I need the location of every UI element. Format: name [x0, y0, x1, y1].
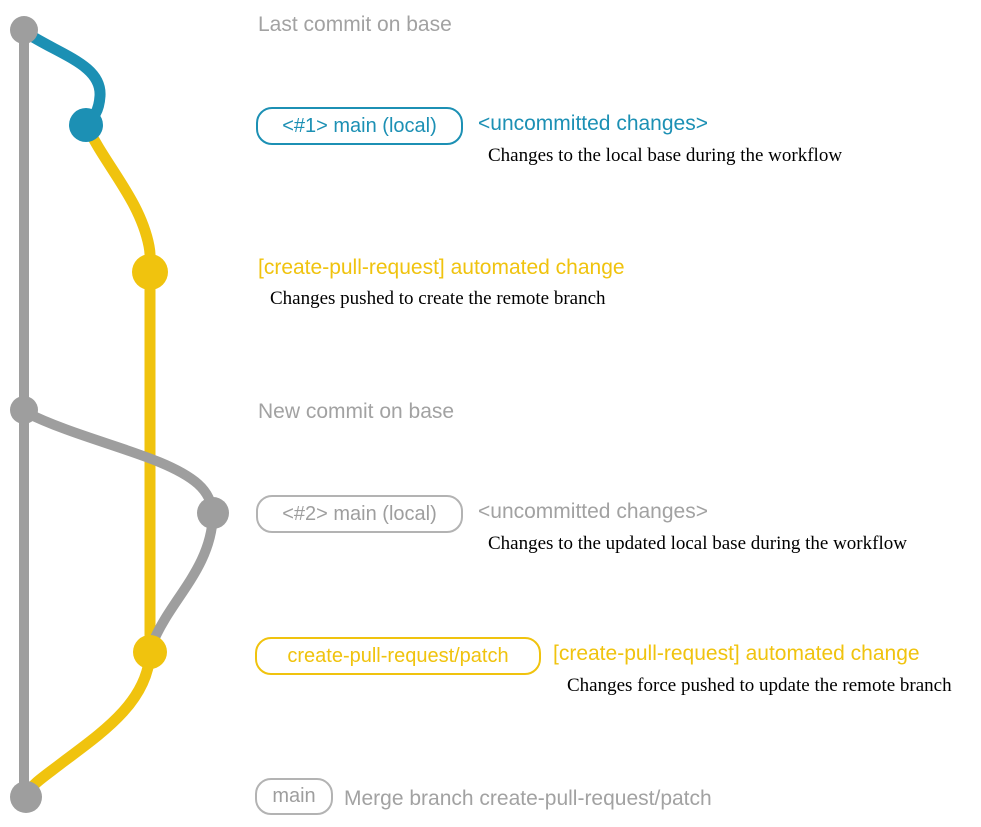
- description-force-push-update-branch: Changes force pushed to update the remot…: [567, 675, 952, 696]
- branch-badge-main-local-2: <#2> main (local): [256, 495, 463, 533]
- local-branch-2-merge-line: [145, 510, 218, 657]
- description-local-base-changes: Changes to the local base during the wor…: [488, 145, 843, 166]
- commit-node-last-base: [10, 16, 38, 44]
- last-commit-label: Last commit on base: [258, 13, 452, 36]
- local-branch-2-line: [20, 407, 218, 517]
- description-push-create-branch: Changes pushed to create the remote bran…: [270, 288, 606, 309]
- automated-change-title-1: [create-pull-request] automated change: [258, 256, 625, 279]
- automated-change-title-2: [create-pull-request] automated change: [553, 642, 920, 665]
- commit-node-merge: [10, 781, 42, 813]
- merge-commit-label: Merge branch create-pull-request/patch: [344, 787, 712, 810]
- commit-node-automated-change-1: [132, 254, 168, 290]
- new-commit-label: New commit on base: [258, 400, 455, 423]
- branch-badge-create-pull-request-patch: create-pull-request/patch: [255, 637, 541, 675]
- uncommitted-changes-label-2: <uncommitted changes>: [478, 500, 708, 523]
- branch-badge-main: main: [255, 778, 333, 815]
- commit-node-automated-change-2: [133, 635, 167, 669]
- branch-badge-main-local-1: <#1> main (local): [256, 107, 463, 145]
- description-updated-local-base-changes: Changes to the updated local base during…: [488, 533, 907, 554]
- uncommitted-changes-label-1: <uncommitted changes>: [478, 112, 708, 135]
- commit-node-local-2: [197, 497, 229, 529]
- commit-node-new-base: [10, 396, 38, 424]
- remote-branch-line: [81, 120, 156, 658]
- commit-node-local-1: [69, 108, 103, 142]
- merge-into-base-line: [21, 648, 156, 800]
